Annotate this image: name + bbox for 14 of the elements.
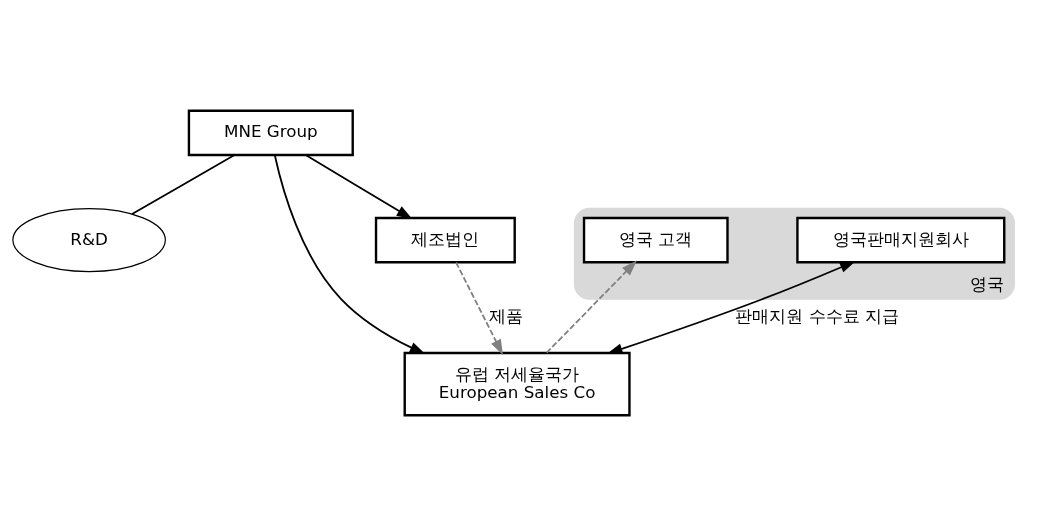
arrow	[606, 261, 856, 355]
node-box: 제조법인	[374, 216, 516, 264]
node-ellipse: R&D	[12, 208, 166, 273]
node-box: 유럽 저세율국가 European Sales Co	[403, 351, 631, 417]
node-box: MNE Group	[187, 109, 354, 157]
arrow	[304, 154, 413, 219]
edge-label: 제품	[488, 306, 523, 327]
connector	[131, 154, 236, 215]
node-box: 영국 고객	[582, 216, 729, 264]
arrow	[455, 261, 503, 356]
node-box: 영국판매지원회사	[796, 216, 1006, 264]
arrow	[545, 260, 637, 354]
arrow	[274, 154, 426, 355]
edge-label: 판매지원 수수료 지급	[735, 306, 899, 327]
